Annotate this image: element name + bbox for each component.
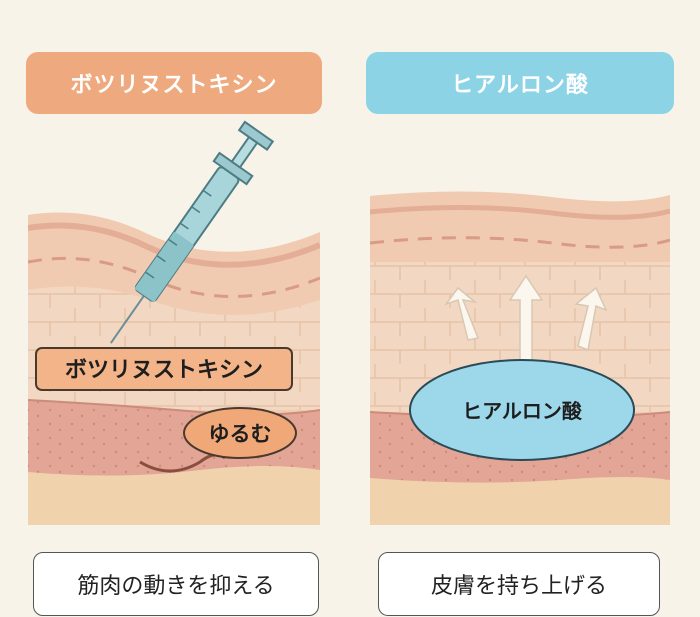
left-caption: 筋肉の動きを抑える bbox=[33, 552, 319, 616]
hyaluronic-filler-blob bbox=[409, 359, 635, 461]
hyaluronic-label-text: ヒアルロン酸 bbox=[462, 399, 583, 423]
botox-label-box bbox=[35, 347, 293, 391]
syringe-icon bbox=[110, 120, 275, 344]
arrow-up-left-icon bbox=[443, 286, 480, 341]
botox-label-text: ボツリヌストキシン bbox=[65, 358, 263, 383]
right-panel-title: ヒアルロン酸 bbox=[366, 52, 674, 114]
left-panel-title: ボツリヌストキシン bbox=[26, 52, 322, 114]
lift-arrows bbox=[443, 274, 608, 361]
right-caption: 皮膚を持ち上げる bbox=[378, 552, 660, 616]
arrow-up-right-icon bbox=[574, 286, 608, 352]
arrow-up-icon bbox=[508, 274, 544, 361]
syringe-needle bbox=[110, 294, 145, 344]
relax-label-text: ゆるむ bbox=[209, 422, 272, 446]
relax-label-bubble bbox=[183, 407, 297, 459]
